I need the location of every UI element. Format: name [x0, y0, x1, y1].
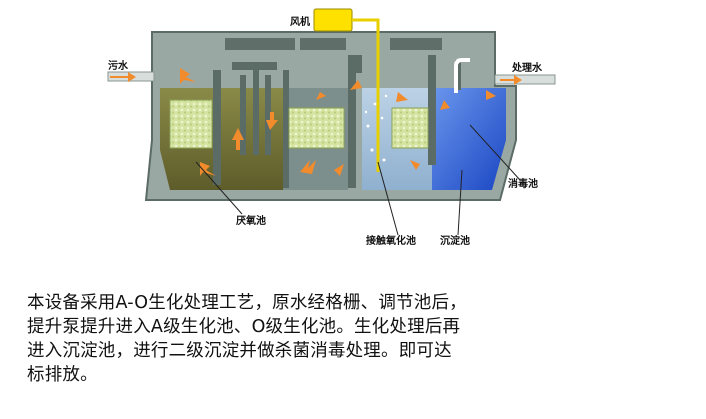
caption-line-3: 进入沉淀池，进行二级沉淀并做杀菌消毒处理。即可达	[27, 341, 452, 361]
blower-unit	[313, 8, 353, 32]
air-pipe	[352, 18, 380, 172]
caption: 本设备采用A-O生化处理工艺，原水经格栅、调节池后， 提升泵提升进入A级生化池、…	[27, 291, 697, 387]
disinfection-water	[432, 88, 506, 190]
treatment-tank-diagram: 风机 污水 处理水 消毒池 厌氧池 接触氧化池 沉淀池	[107, 8, 556, 247]
leader-lines	[195, 124, 521, 236]
blower-label: 风机	[290, 15, 310, 28]
anaerobic-label: 厌氧池	[236, 214, 266, 227]
disinfection-label: 消毒池	[508, 177, 538, 190]
caption-line-1: 本设备采用A-O生化处理工艺，原水经格栅、调节池后，	[27, 293, 467, 313]
media-block-3	[391, 107, 429, 149]
contact-oxidation-label: 接触氧化池	[366, 234, 416, 247]
caption-line-4: 标排放。	[27, 365, 98, 385]
flow-arrows	[110, 68, 522, 176]
overflow-pipe	[454, 58, 470, 93]
media-block-2	[288, 107, 345, 149]
media-block-1	[169, 99, 213, 149]
sewage-in-label: 污水	[108, 59, 129, 72]
outlet-pipe	[494, 74, 556, 85]
sedimentation-label: 沉淀池	[440, 234, 470, 247]
caption-line-2: 提升泵提升进入A级生化池、O级生化池。生化处理后再	[27, 317, 461, 337]
treated-out-label: 处理水	[511, 61, 543, 74]
